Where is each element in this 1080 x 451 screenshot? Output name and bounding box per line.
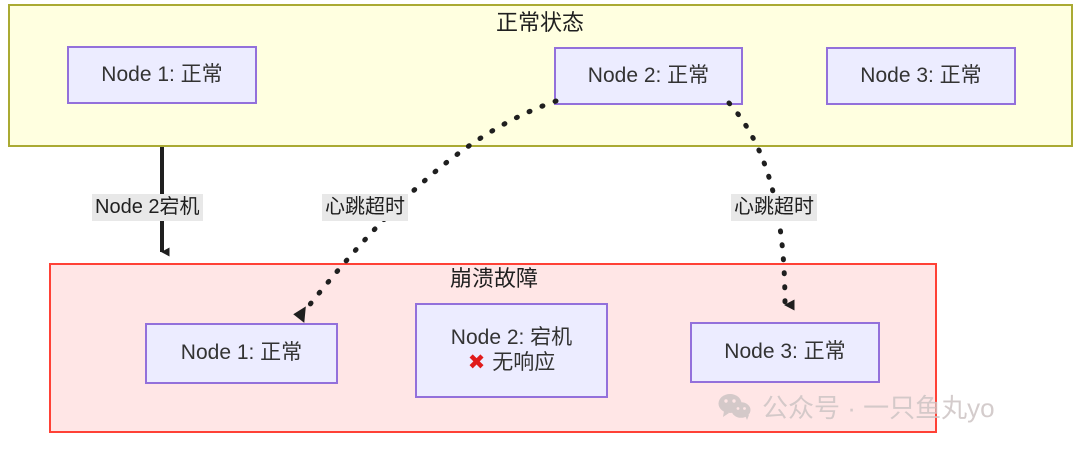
edge-label-node2-down: Node 2宕机 [92, 194, 203, 221]
normal-node-3-label: Node 3: 正常 [860, 63, 982, 87]
wechat-icon [718, 393, 751, 420]
crash-fault-title: 崩溃故障 [449, 266, 538, 291]
normal-node-2-label: Node 2: 正常 [587, 63, 710, 87]
normal-node-3: Node 3: 正常 [826, 47, 1016, 105]
fault-node-1-label: Node 1: 正常 [180, 341, 303, 365]
normal-node-2: Node 2: 正常 [554, 47, 743, 105]
x-mark-icon: ✖ [467, 351, 486, 375]
normal-node-1-label: Node 1: 正常 [101, 62, 223, 86]
edge-label-heartbeat-right: 心跳超时 [731, 194, 817, 221]
normal-state-title: 正常状态 [495, 10, 584, 35]
fault-node-2-label: Node 2: 宕机 [450, 325, 573, 349]
edge-label-heartbeat-left: 心跳超时 [322, 194, 408, 221]
fault-node-3-label: Node 3: 正常 [724, 340, 846, 364]
watermark-text: 公众号 · 一只鱼丸yo [762, 393, 995, 423]
watermark: 公众号 · 一只鱼丸yo [718, 388, 995, 425]
fault-node-2-sub-label: 无响应 [492, 350, 556, 374]
fault-node-3: Node 3: 正常 [690, 322, 880, 383]
normal-node-1: Node 1: 正常 [67, 46, 257, 104]
fault-node-1: Node 1: 正常 [145, 323, 338, 384]
fault-node-2: Node 2: 宕机 ✖ 无响应 [415, 303, 608, 398]
fault-node-2-status-row: ✖ 无响应 [468, 351, 556, 376]
